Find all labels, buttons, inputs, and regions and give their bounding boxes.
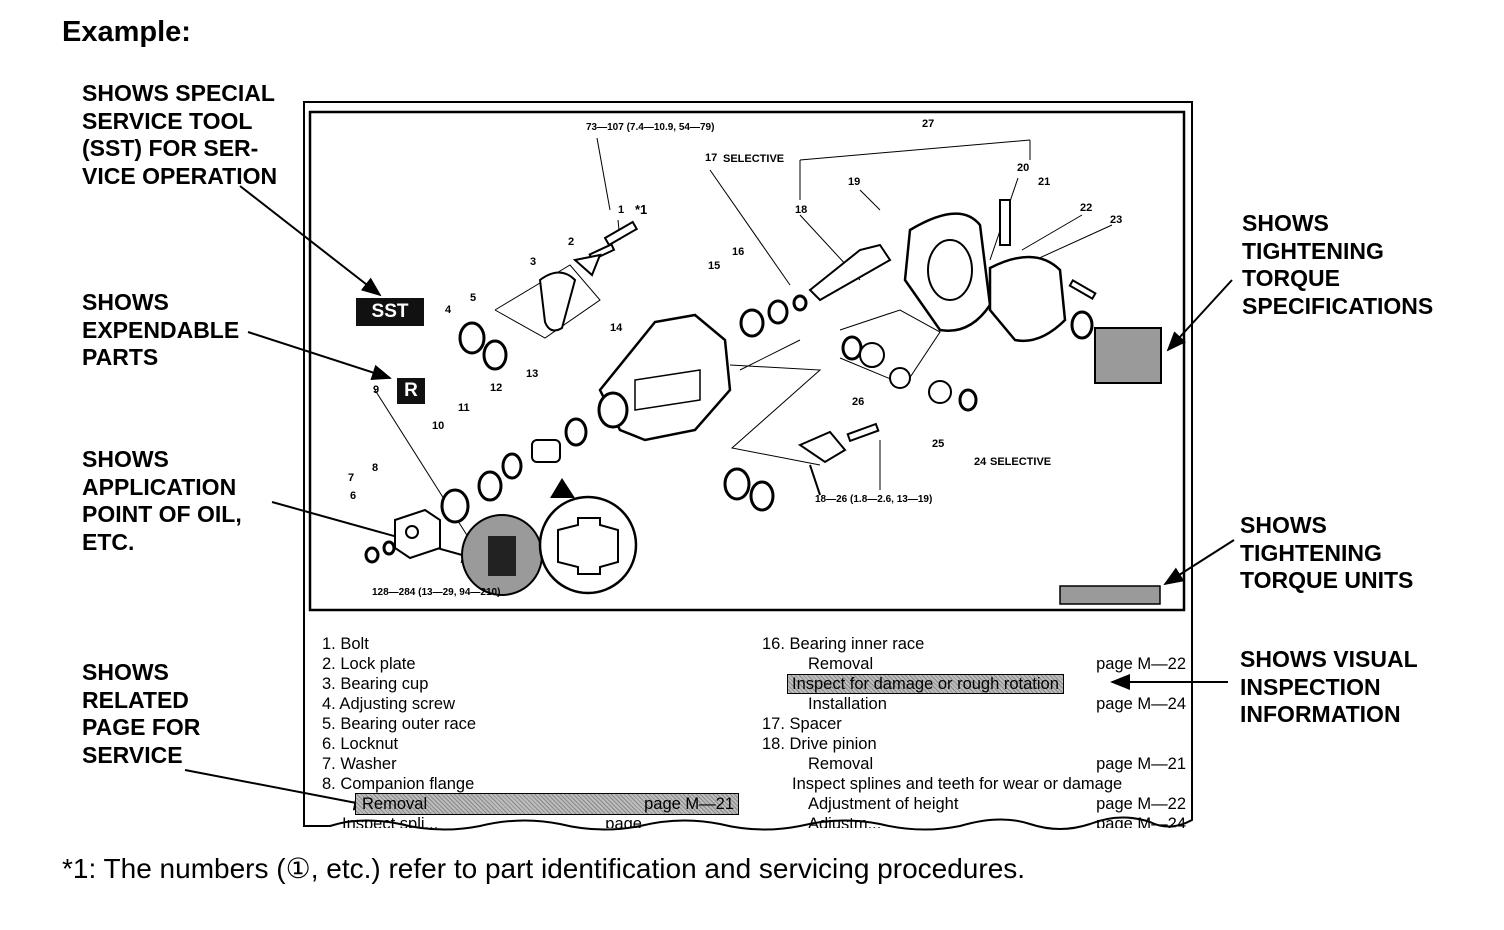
legend-right-adjust2-label: Adjustm... [808,815,882,828]
part-number-18: 18 [795,204,808,216]
legend-right-installation-page: page M—24 [1096,695,1186,713]
part-number-5: 5 [470,292,477,304]
legend-left-item: 8. Companion flange [322,775,475,793]
part-number-14: 14 [610,322,623,334]
part-number-13: 13 [526,368,539,380]
part-number-24: 24 [974,456,987,468]
legend-right-removal-label: Removal [808,655,874,673]
callout-torque-spec: SHOWS TIGHTENING TORQUE SPECIFICATIONS [1242,210,1434,319]
legend-right-item: 17. Spacer [762,715,842,733]
legend-left-item: 1. Bolt [322,635,369,653]
part-number-22: 22 [1080,202,1093,214]
part-number-11: 11 [458,402,470,414]
part-number-3: 3 [530,256,537,268]
legend-left-item: 6. Locknut [322,735,399,753]
part-number-9: 9 [373,384,380,396]
r-tag: R [397,378,425,404]
callout-related-page: SHOWS RELATED PAGE FOR SERVICE [82,659,201,768]
diagram-drawing [303,101,1193,831]
part-number-10: 10 [432,420,445,432]
arrow-torque-spec [1166,279,1233,352]
arrow-oil [271,501,482,563]
legend-right-removal-row: Removal page M—22 [762,654,1186,674]
legend-left-inspect-label: Inspect spli... [342,815,439,828]
callout-expendable: SHOWS EXPENDABLE PARTS [82,289,240,370]
star-note: *1 [635,202,648,217]
legend-right-adjust-page: page M—22 [1096,795,1186,813]
callout-oil: SHOWS APPLICATION POINT OF OIL, ETC. [82,446,242,555]
callout-torque-units: SHOWS TIGHTENING TORQUE UNITS [1240,512,1414,593]
legend-left-inspect-row: Inspect spli... page [322,814,642,828]
part-number-6: 6 [350,490,357,502]
legend-left-item: 2. Lock plate [322,655,416,673]
selective-24: SELECTIVE [990,456,1052,468]
legend-right-removal2-label: Removal [808,755,874,773]
part-number-8: 8 [372,462,379,474]
part-number-23: 23 [1110,214,1123,226]
part-number-25: 25 [932,438,945,450]
callout-sst: SHOWS SPECIAL SERVICE TOOL (SST) FOR SER… [82,80,278,189]
legend-right-splines-row: Inspect splines and teeth for wear or da… [792,775,1123,793]
part-number-26: 26 [852,396,865,408]
arrow-torque-units [1163,539,1235,586]
legend-left-removal-label: Removal [362,795,428,813]
part-number-2: 2 [568,236,575,248]
torque-bottom: 18—26 (1.8—2.6, 13—19) [815,494,933,505]
legend-right-installation-label: Installation [808,695,887,713]
legend-right-removal2-page: page M—21 [1096,755,1186,773]
selective-17: SELECTIVE [723,153,785,165]
part-number-7: 7 [348,472,355,484]
legend-left: 1. Bolt 2. Lock plate 3. Bearing cup 4. … [322,634,742,828]
arrow-expendable [247,331,392,381]
sst-tag: SST [356,298,424,326]
legend-right-removal-page: page M—22 [1096,655,1186,673]
legend-right-inspect-row: Inspect for damage or rough rotation [762,674,1186,694]
legend-right-item: 16. Bearing inner race [762,635,925,653]
part-number-15: 15 [708,260,721,272]
legend-left-inspect-page: page [605,815,642,828]
legend-right-removal2-row: Removal page M—21 [762,754,1186,774]
part-number-20: 20 [1017,162,1030,174]
legend-left-removal-page: page M—21 [644,795,734,813]
legend-left-item: 5. Bearing outer race [322,715,477,733]
legend-right-adjust2-page: page M—24 [1096,815,1186,828]
torque-top: 73—107 (7.4—10.9, 54—79) [586,122,715,133]
part-number-16: 16 [732,246,745,258]
legend-right-installation-row: Installation page M—24 [762,694,1186,714]
legend-left-item: 3. Bearing cup [322,675,429,693]
legend-right: 16. Bearing inner race Removal page M—22… [762,634,1186,828]
part-number-4: 4 [445,304,452,316]
page-heading: Example: [62,16,191,48]
torque-lower-left: 128—284 (13—29, 94—210) [372,587,501,598]
legend-right-adjust2-row: Adjustm... page M—24 [762,814,1186,828]
part-number-1: 1 [618,204,625,216]
diagram-page: SST R 73—107 (7.4—10.9, 54—79) 18—26 (1.… [300,100,1194,835]
legend-left-item: 7. Washer [322,755,397,773]
footnote: *1: The numbers (①, etc.) refer to part … [62,853,1026,884]
legend-left-removal-highlight[interactable]: Removal page M—21 [355,793,739,815]
part-number-19: 19 [848,176,861,188]
arrow-related-page [184,769,374,811]
visual-inspection-highlight[interactable]: Inspect for damage or rough rotation [787,674,1064,694]
callout-visual: SHOWS VISUAL INSPECTION INFORMATION [1240,646,1418,727]
part-number-27: 27 [922,118,935,130]
legend-right-adjust-label: Adjustment of height [808,795,959,813]
legend-right-adjust-row: Adjustment of height page M—22 [762,794,1186,814]
legend-right-item: 18. Drive pinion [762,735,877,753]
part-number-17: 17 [705,152,718,164]
part-number-12: 12 [490,382,503,394]
legend-left-item: 4. Adjusting screw [322,695,455,713]
part-number-21: 21 [1038,176,1051,188]
